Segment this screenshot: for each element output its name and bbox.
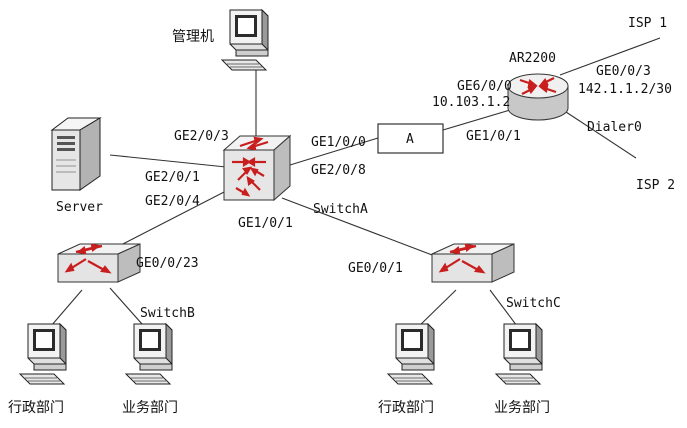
link-switcha-switchc (281, 197, 441, 259)
pc-c2-icon[interactable] (495, 323, 543, 385)
port-r-ip-inside: 10.103.1.2 (432, 95, 510, 110)
link-router-isp1 (559, 37, 661, 76)
port-r-ge0-0-3: GE0/0/3 (596, 64, 651, 79)
isp2-label: ISP 2 (636, 178, 675, 193)
router-icon[interactable] (507, 73, 569, 121)
server-icon[interactable] (50, 117, 102, 191)
switch-a-label: SwitchA (313, 202, 368, 217)
port-sa-ge2-0-3: GE2/0/3 (174, 129, 229, 144)
pc-c2-label: 业务部门 (494, 400, 550, 416)
port-sb-ge0-0-23: GE0/0/23 (136, 256, 199, 271)
link-switchc-pc-c1 (414, 289, 457, 331)
port-sc-ge0-0-1: GE0/0/1 (348, 261, 403, 276)
port-sa-ge1-0-1: GE1/0/1 (238, 216, 293, 231)
pc-b1-icon[interactable] (19, 323, 67, 385)
link-switcha-devicea (289, 137, 379, 166)
port-r-dialer0: Dialer0 (587, 120, 642, 135)
admin-pc-icon[interactable] (221, 9, 269, 71)
router-label: AR2200 (509, 51, 556, 66)
port-sa-ge2-0-4: GE2/0/4 (145, 194, 200, 209)
switch-a-icon[interactable] (222, 134, 292, 202)
link-router-isp2 (565, 111, 637, 159)
switch-b-label: SwitchB (140, 306, 195, 321)
link-devicea-router (442, 109, 511, 131)
pc-b1-label: 行政部门 (8, 400, 64, 416)
port-r-ge6-0-0: GE6/0/0 (457, 79, 512, 94)
link-switchc-pc-c2 (489, 289, 521, 331)
device-a-box[interactable]: A (377, 123, 444, 154)
admin-pc-label: 管理机 (172, 29, 214, 45)
pc-c1-icon[interactable] (387, 323, 435, 385)
switch-b-icon[interactable] (56, 242, 142, 284)
port-sa-ge2-0-1: GE2/0/1 (145, 170, 200, 185)
port-sa-ge2-0-8: GE2/0/8 (311, 163, 366, 178)
port-r-ip-isp1: 142.1.1.2/30 (578, 82, 672, 97)
pc-b2-icon[interactable] (125, 323, 173, 385)
isp1-label: ISP 1 (628, 16, 667, 31)
port-a-ge1-0-1: GE1/0/1 (466, 129, 521, 144)
server-label: Server (56, 200, 103, 215)
switch-c-label: SwitchC (506, 296, 561, 311)
pc-b2-label: 业务部门 (122, 400, 178, 416)
switch-c-icon[interactable] (430, 242, 516, 284)
link-switcha-switchb (114, 189, 229, 249)
pc-c1-label: 行政部门 (378, 400, 434, 416)
device-a-label: A (406, 132, 414, 147)
link-server-switcha (109, 154, 227, 168)
port-sa-ge1-0-0: GE1/0/0 (311, 135, 366, 150)
